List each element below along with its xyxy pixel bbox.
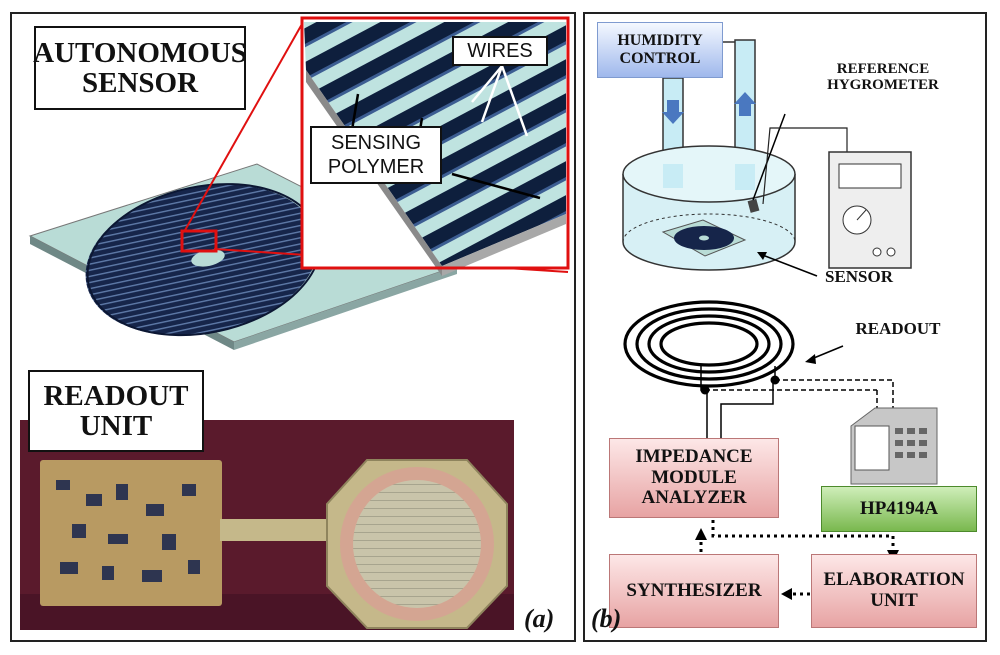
panel-a: AUTONOMOUS SENSOR WIRES SENSING POLYMER … (10, 12, 576, 642)
inset-arrows (471, 65, 529, 137)
pcb-components (56, 480, 200, 582)
dotted-connections (699, 520, 895, 596)
hp4194a-instrument (850, 407, 938, 485)
autonomous-sensor-label: AUTONOMOUS SENSOR (33, 26, 247, 110)
humidity-chamber (622, 145, 796, 271)
panel-b: HUMIDITY CONTROL REFERENCE HYGROMETER SE… (583, 12, 987, 642)
readout-stem (220, 519, 350, 541)
pcb-board (40, 460, 222, 606)
wires-label: WIRES (452, 36, 548, 66)
panel-b-graphics (622, 39, 938, 600)
reference-hygrometer-label: REFERENCE HYGROMETER (827, 61, 939, 93)
readout-coil (623, 300, 795, 388)
readout-unit-label: READOUT UNIT (28, 370, 204, 452)
hygrometer-probe (747, 198, 760, 213)
humidity-control-box: HUMIDITY CONTROL (597, 22, 723, 78)
elaboration-unit-box: ELABORATION UNIT (811, 554, 977, 628)
hp4194a-box: HP4194A (821, 486, 977, 532)
panel-b-letter: (b) (591, 604, 622, 633)
zoom-highlight-box (180, 229, 218, 253)
readout-photo (20, 420, 514, 630)
panel-a-letter: (a) (524, 604, 555, 633)
sensor-label: SENSOR (824, 267, 894, 286)
synthesizer-box: SYNTHESIZER (609, 554, 779, 628)
impedance-module-analyzer-box: IMPEDANCE MODULE ANALYZER (609, 438, 779, 518)
hygrometer-meter (828, 151, 912, 269)
chamber-sensor (661, 219, 747, 257)
sensing-polymer-label: SENSING POLYMER (310, 126, 442, 184)
readout-label: READOUT (855, 319, 941, 338)
